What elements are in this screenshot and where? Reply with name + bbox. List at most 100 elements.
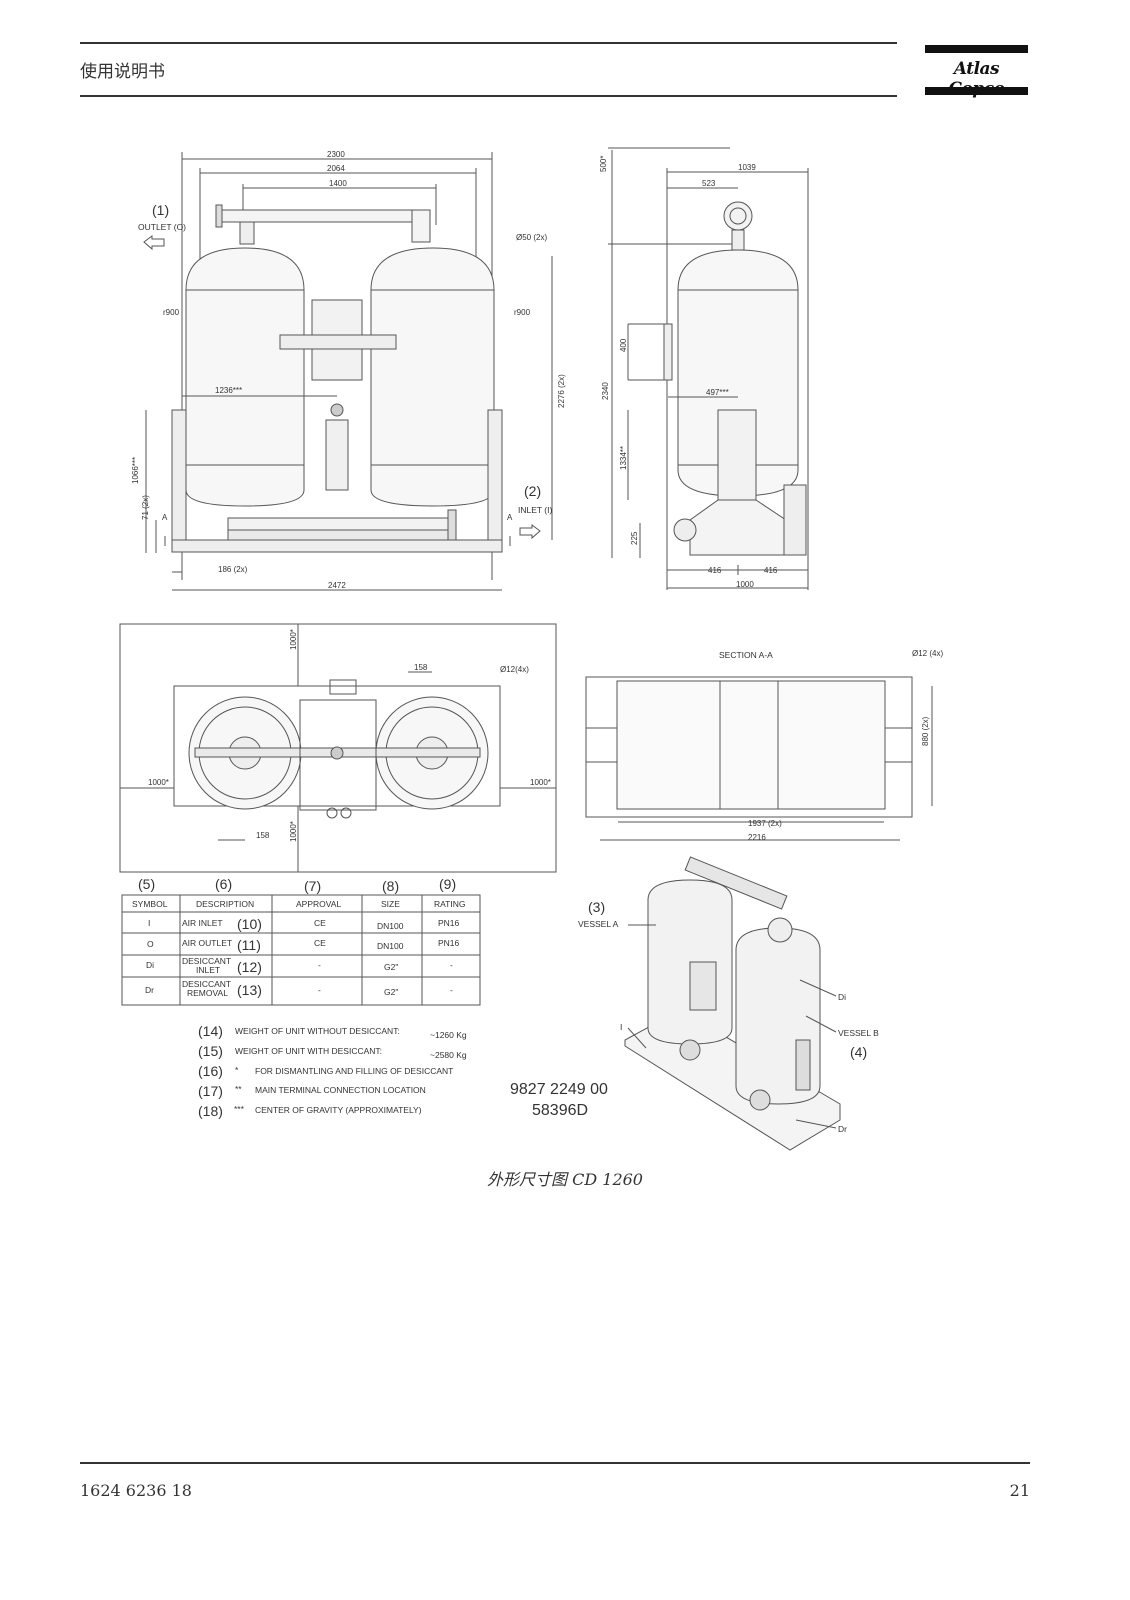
spec-table-grid bbox=[121, 894, 481, 1006]
side-view bbox=[608, 147, 809, 590]
table-callout-5: (5) bbox=[138, 876, 155, 892]
dim-500: 500* bbox=[599, 156, 608, 172]
dim-1236: 1236*** bbox=[215, 386, 242, 395]
table-callout-8: (8) bbox=[382, 878, 399, 894]
label-i: I bbox=[620, 1022, 622, 1032]
note-text: FOR DISMANTLING AND FILLING OF DESICCANT bbox=[255, 1066, 453, 1076]
dim-2300: 2300 bbox=[327, 150, 345, 159]
dim-400: 400 bbox=[619, 338, 628, 352]
table-callout-9: (9) bbox=[439, 876, 456, 892]
vessel-b-label: VESSEL B bbox=[838, 1028, 879, 1038]
table-row-2-size: DN100 bbox=[377, 941, 404, 951]
section-hole-dim: Ø12 (4x) bbox=[912, 649, 943, 658]
section-mark-a-left: A bbox=[162, 513, 168, 522]
note-text: WEIGHT OF UNIT WITHOUT DESICCANT: bbox=[235, 1026, 400, 1036]
note-number: (18) bbox=[198, 1103, 223, 1119]
drawing-number: 9827 2249 00 bbox=[510, 1081, 608, 1098]
dim-186: 186 (2x) bbox=[218, 565, 248, 574]
table-row-3-size: G2" bbox=[384, 962, 398, 972]
dim-2276: 2276 (2x) bbox=[557, 374, 566, 408]
table-row-2-symbol: O bbox=[147, 939, 154, 949]
table-row-1-symbol: I bbox=[148, 918, 150, 928]
table-row-3-desc-1: DESICCANT bbox=[182, 956, 231, 966]
table-callout-7: (7) bbox=[304, 878, 321, 894]
dim-2064: 2064 bbox=[327, 164, 345, 173]
note-number: (14) bbox=[198, 1023, 223, 1039]
dim-1400: 1400 bbox=[329, 179, 347, 188]
table-header-description: DESCRIPTION bbox=[196, 899, 254, 909]
table-header-rating: RATING bbox=[434, 899, 465, 909]
page-number: 21 bbox=[1009, 1481, 1030, 1500]
dim-1000-side: 1000 bbox=[736, 580, 754, 589]
section-view bbox=[585, 676, 933, 841]
table-row-4-callout: (13) bbox=[237, 982, 262, 998]
table-row-1-rating: PN16 bbox=[438, 918, 460, 928]
iso-view bbox=[624, 856, 841, 1151]
callout-2: (2) bbox=[524, 483, 541, 499]
dim-1000-left: 1000* bbox=[148, 778, 169, 787]
table-row-1-desc: AIR INLET bbox=[182, 918, 223, 928]
table-header-approval: APPROVAL bbox=[296, 899, 341, 909]
table-row-1-callout: (10) bbox=[237, 916, 262, 932]
page-header-title: 使用说明书 bbox=[80, 62, 165, 82]
section-mark-a-right: A bbox=[507, 513, 513, 522]
table-row-2-rating: PN16 bbox=[438, 938, 460, 948]
table-row-3-callout: (12) bbox=[237, 959, 262, 975]
footer-rule bbox=[80, 1462, 1030, 1464]
dim-pipe-dia: Ø50 (2x) bbox=[516, 233, 547, 242]
dim-1000-top: 1000* bbox=[289, 629, 298, 650]
note-text: CENTER OF GRAVITY (APPROXIMATELY) bbox=[255, 1105, 422, 1115]
footer-doc-number: 1624 6236 18 bbox=[80, 1481, 192, 1500]
dim-r900-left: r900 bbox=[163, 308, 180, 317]
table-row-2-desc: AIR OUTLET bbox=[182, 938, 232, 948]
drawing-revision: 58396D bbox=[532, 1102, 588, 1119]
dim-1334: 1334** bbox=[619, 446, 628, 470]
note-mark: *** bbox=[234, 1104, 245, 1114]
logo-bar-bottom bbox=[925, 87, 1028, 95]
inlet-label: INLET (I) bbox=[518, 505, 552, 515]
note-number: (17) bbox=[198, 1083, 223, 1099]
table-row-4-rating: - bbox=[450, 985, 453, 995]
table-row-3-approval: - bbox=[318, 960, 321, 970]
callout-1: (1) bbox=[152, 202, 169, 218]
table-header-symbol: SYMBOL bbox=[132, 899, 168, 909]
note-value: ~2580 Kg bbox=[430, 1050, 467, 1060]
dim-416-right: 416 bbox=[764, 566, 778, 575]
vessel-a-label: VESSEL A bbox=[578, 919, 619, 929]
table-row-4-symbol: Dr bbox=[145, 985, 154, 995]
table-row-2-callout: (11) bbox=[237, 937, 261, 953]
dim-416-left: 416 bbox=[708, 566, 722, 575]
section-title: SECTION A-A bbox=[719, 650, 773, 660]
note-mark: * bbox=[235, 1065, 239, 1075]
table-row-2-approval: CE bbox=[314, 938, 326, 948]
table-row-1-approval: CE bbox=[314, 918, 326, 928]
dim-2216: 2216 bbox=[748, 833, 766, 842]
dim-1066: 1066*** bbox=[131, 457, 140, 484]
dim-2340: 2340 bbox=[601, 382, 610, 400]
callout-4: (4) bbox=[850, 1044, 867, 1060]
table-row-1-size: DN100 bbox=[377, 921, 404, 931]
dim-71: 71 (2x) bbox=[141, 495, 150, 520]
table-row-4-desc-1: DESICCANT bbox=[182, 979, 231, 989]
dim-225: 225 bbox=[630, 531, 639, 545]
logo-bar-top bbox=[925, 45, 1028, 53]
callout-3: (3) bbox=[588, 899, 605, 915]
figure-caption: 外形尺寸图 CD 1260 bbox=[487, 1170, 643, 1189]
dim-880: 880 (2x) bbox=[921, 716, 930, 746]
note-value: ~1260 Kg bbox=[430, 1030, 467, 1040]
table-row-3-desc-2: INLET bbox=[196, 965, 220, 975]
front-view bbox=[143, 152, 553, 591]
table-row-4-desc-2: REMOVAL bbox=[187, 988, 228, 998]
dim-497: 497*** bbox=[706, 388, 729, 397]
dim-1937: 1937 (2x) bbox=[748, 819, 782, 828]
dim-2472: 2472 bbox=[328, 581, 346, 590]
label-dr: Dr bbox=[838, 1124, 847, 1134]
note-text: WEIGHT OF UNIT WITH DESICCANT: bbox=[235, 1046, 382, 1056]
header-rule-top bbox=[80, 42, 897, 44]
dim-158-bottom: 158 bbox=[256, 831, 270, 840]
dim-523: 523 bbox=[702, 179, 716, 188]
dim-hole-top: Ø12(4x) bbox=[500, 665, 529, 674]
table-row-4-size: G2" bbox=[384, 987, 398, 997]
table-row-4-approval: - bbox=[318, 985, 321, 995]
notes-list: (14) WEIGHT OF UNIT WITHOUT DESICCANT: ~… bbox=[198, 1023, 467, 1119]
